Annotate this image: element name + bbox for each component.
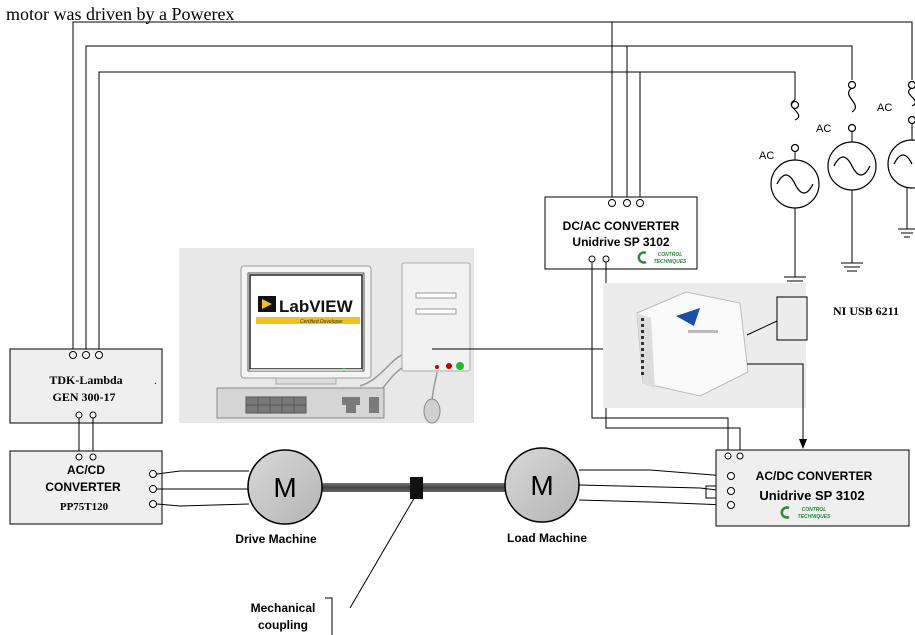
tdk-to-accd-wiring xyxy=(78,418,94,451)
ct-logo-top-line2: TECHNIQUES xyxy=(654,259,687,265)
load-to-acdc-wiring xyxy=(578,469,727,506)
labview-subtitle: Certified Developer xyxy=(300,319,343,325)
load-machine-label: Load Machine xyxy=(507,531,587,545)
ni-usb-label: NI USB 6211 xyxy=(833,304,899,318)
drive-motor: M xyxy=(247,449,323,525)
mouse xyxy=(423,398,441,424)
ct-logo-bottom-line1: CONTROL xyxy=(802,507,827,513)
top-wiring xyxy=(72,21,913,352)
ct-logo-bottom-line2: TECHNIQUES xyxy=(798,514,831,520)
acdc-converter-box: AC/DC CONVERTER Unidrive SP 3102 CONTROL… xyxy=(705,449,910,527)
load-motor: M xyxy=(504,447,580,523)
coupling-label-line1: Mechanical xyxy=(251,601,316,615)
control-techniques-logo-bottom: CONTROL TECHNIQUES xyxy=(780,506,831,520)
coupling-label-line2: coupling xyxy=(258,618,308,632)
dcac-converter-model: Unidrive SP 3102 xyxy=(572,235,669,249)
coupling-leader xyxy=(349,494,417,609)
accd-title: AC/CD xyxy=(67,463,105,477)
computer-panel: LabVIEW Certified Developer xyxy=(179,248,474,424)
accd-to-drive-wiring xyxy=(156,470,250,507)
ni-bracket xyxy=(746,296,808,341)
ac-source-2-label: AC xyxy=(816,123,831,135)
dcac-converter-title: DC/AC CONVERTER xyxy=(563,219,680,233)
ac-source-3 xyxy=(887,80,915,238)
header-text: motor was driven by a Powerex xyxy=(6,4,234,24)
monitor xyxy=(240,265,372,385)
ac-source-2 xyxy=(827,80,877,272)
ac-source-1-label: AC xyxy=(759,150,774,162)
coupling-bracket xyxy=(325,597,333,635)
control-techniques-logo-top: CONTROL TECHNIQUES xyxy=(637,251,694,265)
computer-tower xyxy=(401,262,471,372)
keyboard xyxy=(216,387,385,419)
labview-logo: LabVIEW Certified Developer xyxy=(256,293,360,325)
accd-subtitle: CONVERTER xyxy=(45,480,121,494)
ct-logo-top-line1: CONTROL xyxy=(658,252,683,258)
dcac-converter-box: DC/AC CONVERTER Unidrive SP 3102 CONTROL… xyxy=(544,196,698,270)
tdk-title: TDK-Lambda xyxy=(49,373,122,387)
tdk-dot: . xyxy=(154,373,157,387)
ac-source-3-label: AC xyxy=(877,102,892,114)
labview-logo-text: LabVIEW xyxy=(279,297,354,316)
coupling-block xyxy=(410,477,423,499)
ac-source-1 xyxy=(770,99,820,286)
ni-usb-panel xyxy=(603,283,806,408)
drive-motor-symbol: M xyxy=(273,472,296,503)
ni-terminal-strip xyxy=(641,318,644,375)
acdc-model: Unidrive SP 3102 xyxy=(759,488,864,503)
accd-converter-box: AC/CD CONVERTER PP75T120 xyxy=(9,450,163,525)
tdk-lambda-box: TDK-Lambda GEN 300-17 . xyxy=(9,348,163,424)
ni-to-acdc-arrow xyxy=(747,363,807,449)
accd-model: PP75T120 xyxy=(60,501,109,513)
acdc-title: AC/DC CONVERTER xyxy=(756,469,873,483)
drive-machine-label: Drive Machine xyxy=(235,532,317,546)
tdk-model: GEN 300-17 xyxy=(53,390,116,404)
load-motor-symbol: M xyxy=(530,470,553,501)
